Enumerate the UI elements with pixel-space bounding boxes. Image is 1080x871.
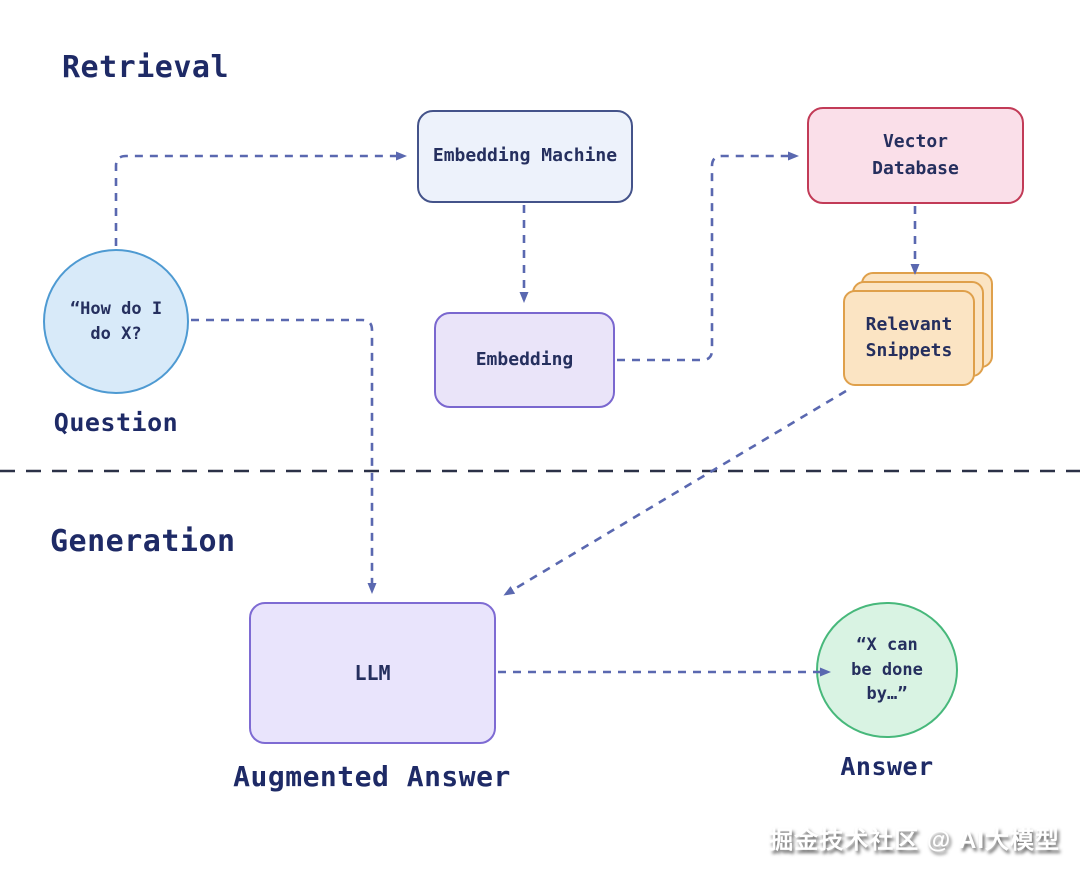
relevant-snippets-node: Relevant Snippets (843, 290, 975, 386)
answer-node: “X can be done by…” (816, 602, 958, 738)
question-caption: Question (53, 408, 179, 437)
embedding-node: Embedding (434, 312, 615, 408)
llm-node: LLM (249, 602, 496, 744)
watermark: 掘金技术社区 @ AI大模型 (769, 827, 1060, 854)
generation-section-title: Generation (50, 524, 236, 559)
connector-snippets-to-llm (503, 389, 847, 596)
retrieval-section-title: Retrieval (62, 50, 230, 85)
connector-embedding-to-vector-database (617, 151, 799, 362)
answer-caption: Answer (840, 752, 934, 781)
embedding-machine-node: Embedding Machine (417, 110, 633, 203)
connector-question-to-embedding-machine (114, 151, 407, 246)
relevant-snippets-stack: Relevant Snippets (843, 272, 995, 389)
question-node: “How do I do X? (43, 249, 189, 394)
vector-database-node: Vector Database (807, 107, 1024, 204)
